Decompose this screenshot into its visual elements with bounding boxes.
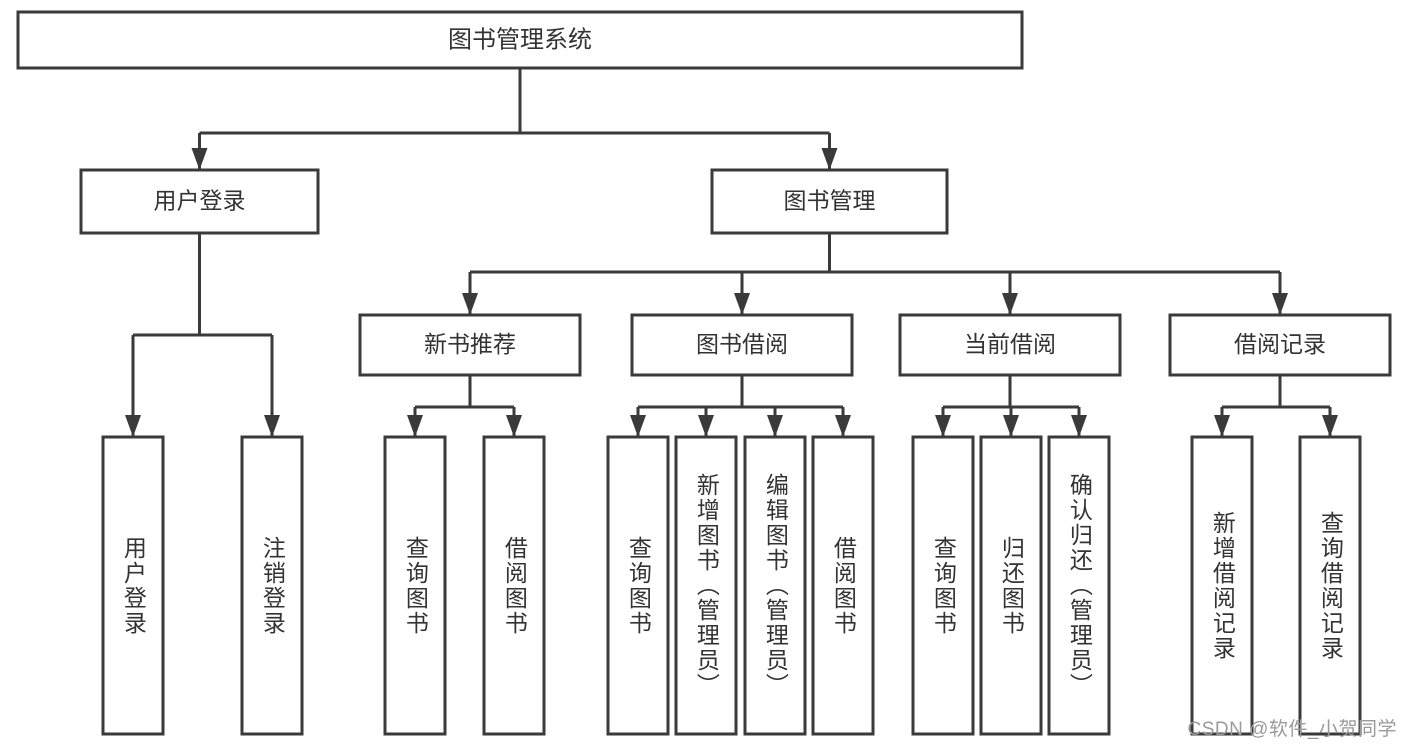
node-label-current-borrow: 当前借阅 bbox=[964, 331, 1056, 357]
arrow-head-icon bbox=[407, 415, 423, 437]
arrow-head-icon bbox=[191, 148, 208, 170]
arrow-head-icon bbox=[698, 415, 714, 437]
node-box-user-login[interactable] bbox=[79, 168, 320, 235]
arrow-head-icon bbox=[1003, 415, 1019, 437]
node-box-leaf-edit-book[interactable] bbox=[743, 435, 807, 736]
arrow-head-icon bbox=[506, 415, 522, 437]
node-box-leaf-borrow-book-2[interactable] bbox=[811, 435, 875, 736]
node-box-leaf-user-login[interactable] bbox=[101, 435, 165, 736]
arrow-head-icon bbox=[125, 415, 141, 437]
arrow-head-icon bbox=[1071, 415, 1087, 437]
node-box-leaf-query-record[interactable] bbox=[1298, 435, 1362, 736]
arrow-head-icon bbox=[1214, 415, 1230, 437]
node-label-borrow-record: 借阅记录 bbox=[1234, 331, 1326, 357]
node-box-leaf-add-record[interactable] bbox=[1190, 435, 1254, 736]
node-box-leaf-query-book-1[interactable] bbox=[383, 435, 447, 736]
node-box-book-borrow[interactable] bbox=[630, 313, 854, 377]
node-box-leaf-confirm-return[interactable] bbox=[1047, 435, 1111, 736]
arrow-head-icon bbox=[1272, 293, 1288, 315]
node-label-book-manage: 图书管理 bbox=[784, 188, 876, 214]
arrow-head-icon bbox=[767, 415, 783, 437]
arrow-head-icon bbox=[1002, 293, 1018, 315]
node-box-borrow-record[interactable] bbox=[1168, 313, 1392, 377]
node-label-book-borrow: 图书借阅 bbox=[696, 331, 788, 357]
node-box-leaf-query-book-3[interactable] bbox=[911, 435, 975, 736]
node-box-new-book-recommend[interactable] bbox=[358, 313, 582, 377]
arrow-head-icon bbox=[630, 415, 646, 437]
node-label-root: 图书管理系统 bbox=[448, 26, 592, 53]
arrow-head-icon bbox=[835, 415, 851, 437]
node-box-leaf-user-logout[interactable] bbox=[240, 435, 304, 736]
node-label-new-book-recommend: 新书推荐 bbox=[424, 331, 516, 357]
arrow-head-icon bbox=[462, 293, 478, 315]
node-box-current-borrow[interactable] bbox=[898, 313, 1122, 377]
arrow-head-icon bbox=[1322, 415, 1338, 437]
arrow-head-icon bbox=[821, 148, 838, 170]
node-box-leaf-return-book[interactable] bbox=[979, 435, 1043, 736]
node-box-root[interactable] bbox=[16, 10, 1024, 70]
arrow-head-icon bbox=[734, 293, 750, 315]
node-box-leaf-add-book[interactable] bbox=[674, 435, 738, 736]
connectors-layer bbox=[125, 68, 1338, 437]
boxes-layer bbox=[16, 10, 1392, 736]
node-box-leaf-query-book-2[interactable] bbox=[606, 435, 670, 736]
node-box-book-manage[interactable] bbox=[710, 168, 949, 235]
node-box-leaf-borrow-book-1[interactable] bbox=[482, 435, 546, 736]
arrow-head-icon bbox=[935, 415, 951, 437]
arrow-head-icon bbox=[264, 415, 280, 437]
node-label-user-login: 用户登录 bbox=[154, 188, 246, 214]
watermark-text: CSDN @软件_小贺同学 bbox=[1187, 719, 1397, 740]
